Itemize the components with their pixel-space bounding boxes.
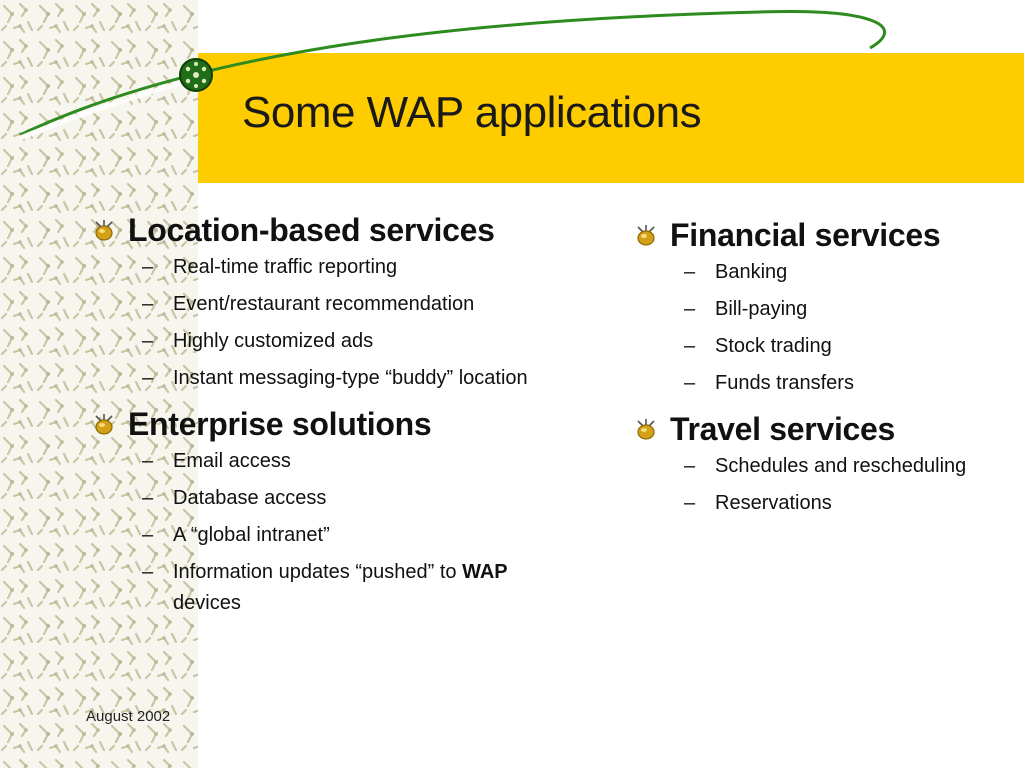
list-item-text: Database access (173, 487, 327, 509)
list-item-text: Event/restaurant recommendation (173, 293, 475, 315)
list-item: –A “global intranet” (138, 520, 570, 551)
list-item: –Information updates “pushed” to WAP devi… (138, 557, 570, 619)
bug-bullet-icon (637, 225, 655, 246)
list-item-text: Funds transfers (715, 372, 854, 394)
list-item-text: Bill-paying (715, 298, 808, 320)
section-location-based: Location-based services –Real-time traff… (90, 212, 570, 394)
dash-marker: – (142, 256, 154, 278)
section-heading-row: Location-based services (90, 212, 570, 248)
list-item-bold-text: WAP (462, 561, 508, 583)
list-item: –Database access (138, 483, 570, 514)
section-enterprise: Enterprise solutions –Email access –Data… (90, 406, 570, 619)
section-travel: Travel services –Schedules and reschedul… (632, 411, 1012, 519)
dash-marker: – (684, 298, 696, 320)
dash-marker: – (684, 492, 696, 514)
list-item: –Funds transfers (680, 368, 1012, 399)
dash-marker: – (142, 330, 154, 352)
list-item-text: Schedules and rescheduling (715, 455, 967, 477)
dash-marker: – (684, 455, 696, 477)
dash-marker: – (142, 293, 154, 315)
list-item: –Stock trading (680, 331, 1012, 362)
slide-title: Some WAP applications (242, 88, 702, 137)
dash-marker: – (142, 561, 154, 583)
section-heading: Travel services (670, 410, 896, 447)
section-heading-row: Enterprise solutions (90, 406, 570, 442)
swoosh-decoration (19, 10, 886, 141)
list-item-text: Instant messaging-type “buddy” location (173, 367, 528, 389)
right-column: Financial services –Banking –Bill-paying… (632, 217, 1012, 531)
list-item-text: A “global intranet” (173, 524, 330, 546)
dash-marker: – (142, 450, 154, 472)
section-financial: Financial services –Banking –Bill-paying… (632, 217, 1012, 399)
list-item-text: Email access (173, 450, 291, 472)
section-heading: Location-based services (128, 211, 495, 248)
dash-marker: – (142, 524, 154, 546)
footer-date: August 2002 (86, 708, 171, 725)
sub-list: –Real-time traffic reporting –Event/rest… (90, 252, 570, 394)
dash-marker: – (684, 372, 696, 394)
section-heading: Enterprise solutions (128, 405, 432, 442)
list-item-text: Highly customized ads (173, 330, 374, 352)
list-item: –Highly customized ads (138, 326, 570, 357)
sub-list: –Schedules and rescheduling –Reservation… (632, 451, 1012, 519)
list-item: –Event/restaurant recommendation (138, 289, 570, 320)
section-heading: Financial services (670, 216, 941, 253)
left-column: Location-based services –Real-time traff… (90, 212, 570, 631)
dash-marker: – (142, 367, 154, 389)
dash-marker: – (684, 335, 696, 357)
list-item: –Email access (138, 446, 570, 477)
list-item-text: Information updates “pushed” to (173, 561, 463, 583)
section-heading-row: Travel services (632, 411, 1012, 447)
list-item: –Instant messaging-type “buddy” location (138, 363, 570, 394)
section-heading-row: Financial services (632, 217, 1012, 253)
list-item: –Banking (680, 257, 1012, 288)
bug-bullet-icon (637, 419, 655, 440)
sub-list: –Banking –Bill-paying –Stock trading –Fu… (632, 257, 1012, 399)
title-band (198, 53, 1024, 183)
list-item: –Bill-paying (680, 294, 1012, 325)
bug-bullet-icon (95, 220, 113, 241)
dash-marker: – (142, 487, 154, 509)
list-item: –Real-time traffic reporting (138, 252, 570, 283)
list-item: –Schedules and rescheduling (680, 451, 1012, 482)
list-item-text-continued: devices (173, 592, 241, 614)
sub-list: –Email access –Database access –A “globa… (90, 446, 570, 619)
list-item: –Reservations (680, 488, 1012, 519)
list-item-text: Real-time traffic reporting (173, 256, 398, 278)
dash-marker: – (684, 261, 696, 283)
globe-node-icon (179, 58, 213, 92)
list-item-text: Stock trading (715, 335, 832, 357)
bug-bullet-icon (95, 414, 113, 435)
list-item-text: Reservations (715, 492, 832, 514)
list-item-text: Banking (715, 261, 788, 283)
